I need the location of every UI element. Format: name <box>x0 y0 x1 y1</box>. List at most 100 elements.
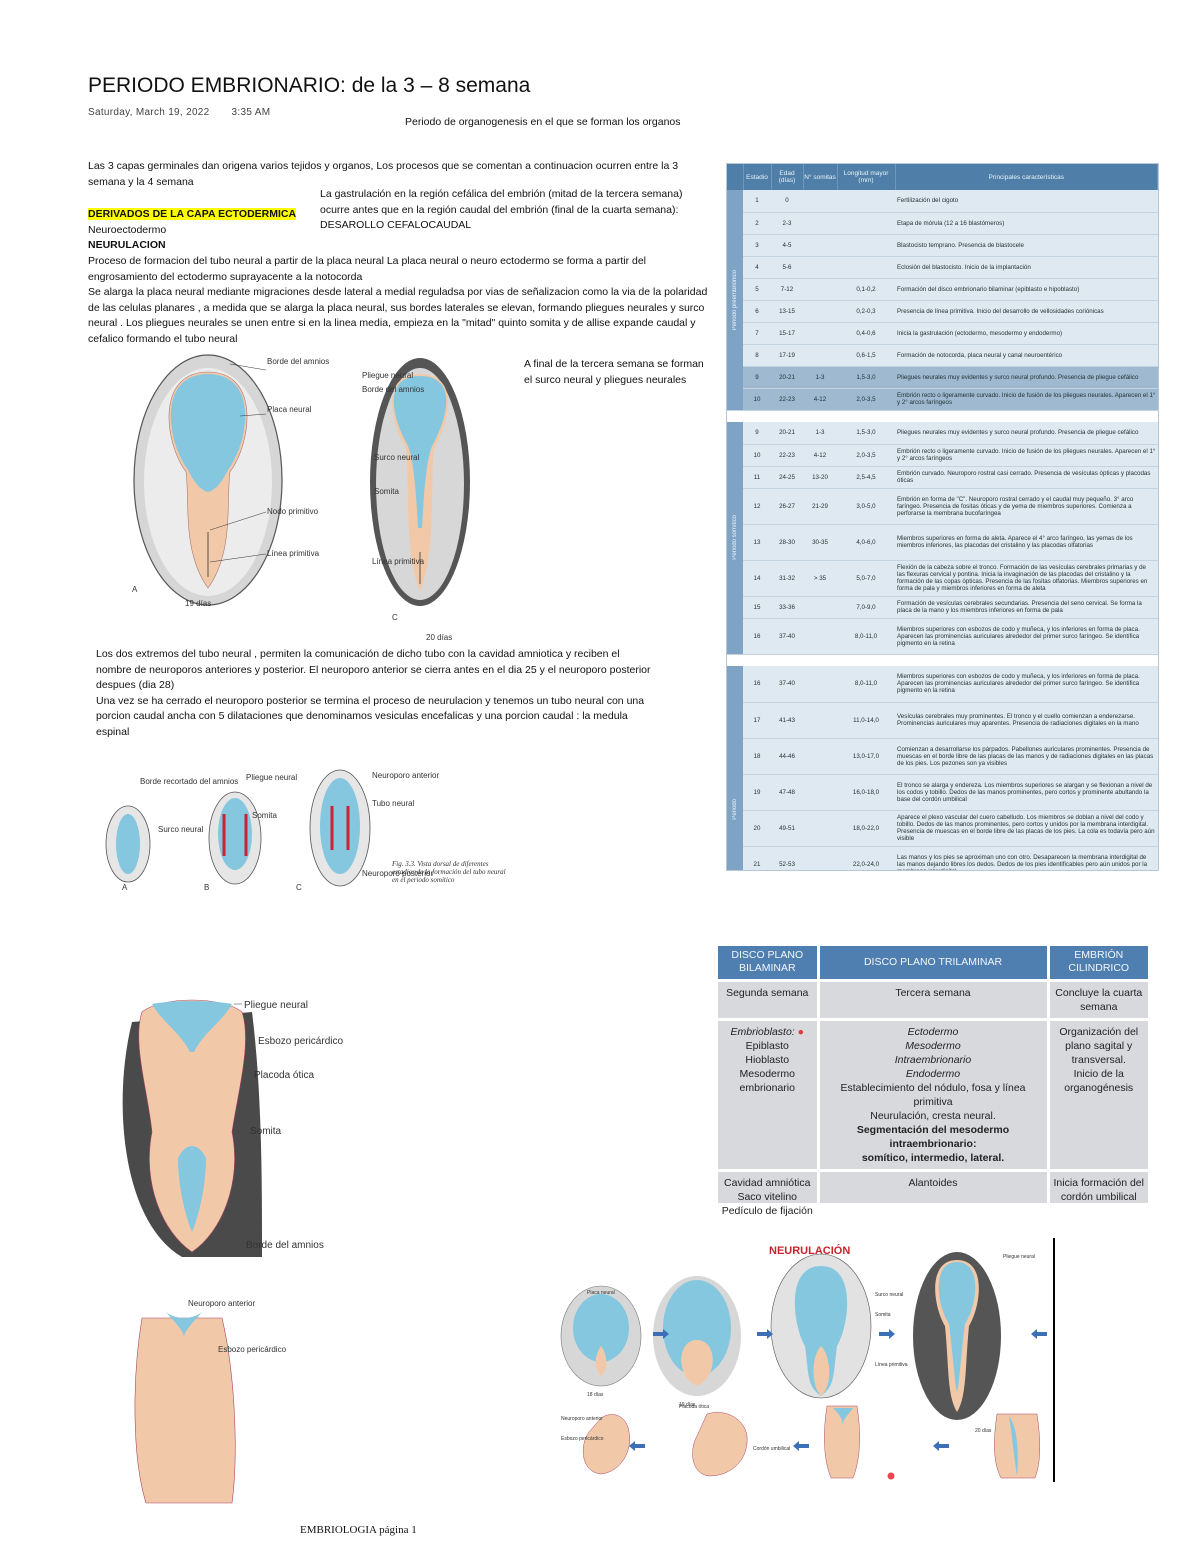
text-hioblasto: Hioblasto <box>745 1053 790 1066</box>
cell-somitas: 4-12 <box>803 444 837 467</box>
text-transversal: transversal. <box>1071 1053 1126 1066</box>
intro-paragraph: Las 3 capas germinales dan origena vario… <box>88 160 679 188</box>
figure-neurulacion-composite: NEURULACIÓN Placa neural 18 días 19 días… <box>560 1238 1055 1482</box>
text-ectodermo: Ectodermo <box>907 1025 959 1038</box>
cell-edad: 5-6 <box>771 256 803 279</box>
cell-segunda-semana: Segunda semana <box>718 978 820 1019</box>
cell-somitas <box>803 300 837 323</box>
header-cilindrico: EMBRIÓN CILINDRICO <box>1048 946 1148 980</box>
text-saco-vitelino: Saco vitelino <box>737 1190 798 1203</box>
cell-longitud: 2,0-3,5 <box>837 388 895 411</box>
cell-edad: 49-51 <box>771 810 803 847</box>
cell-estadio: 8 <box>743 344 771 367</box>
cell-caracteristicas: Formación del disco embrionario bilamina… <box>895 278 1158 301</box>
cell-longitud: 2,0-3,5 <box>837 444 895 467</box>
cell-somitas <box>803 278 837 301</box>
cell-edad: 0 <box>771 190 803 213</box>
caption-19-dias: 19 días <box>185 599 211 608</box>
cell-longitud: 11,0-14,0 <box>837 702 895 739</box>
cell-caracteristicas: Aparece el plexo vascular del cuero cabe… <box>895 810 1158 847</box>
cell-edad: 31-32 <box>771 560 803 597</box>
section-label: Periodo preembriónico <box>727 190 743 411</box>
text-embrioblasto: Embrioblasto: <box>730 1025 795 1038</box>
cell-somitas <box>803 810 837 847</box>
caption-18-dias: 18 días <box>587 1392 604 1398</box>
label-linea-primitiva-a: Línea primitiva <box>267 549 320 558</box>
stage-table-header: Estadio Edad (días) N° somitas Longitud … <box>727 164 1158 190</box>
cell-estadio: 19 <box>743 774 771 811</box>
cell-caracteristicas: Miembros superiores en forma de aleta. A… <box>895 524 1158 561</box>
cell-edad: 20-21 <box>771 366 803 389</box>
cell-estadio: 2 <box>743 212 771 235</box>
cell-estadio: 13 <box>743 524 771 561</box>
panel-a-label: A <box>132 585 138 594</box>
cell-caracteristicas: Formación de vesículas cerebrales secund… <box>895 596 1158 619</box>
cerrado-paragraph: Una vez se ha cerrado el neuroporo poste… <box>96 694 645 738</box>
label-placoda-otica: Placoda ótica <box>254 1070 314 1081</box>
disco-comparison-table: DISCO PLANO BILAMINAR DISCO PLANO TRILAM… <box>718 946 1148 1222</box>
arrow-right-icon <box>653 1329 669 1339</box>
text-cavidad-amniotica: Cavidad amniótica <box>724 1176 811 1189</box>
label-pliegue-neural-2: Pliegue neural <box>246 773 297 782</box>
cell-estadio: 5 <box>743 278 771 301</box>
figure-embryo-19-20-dias: Borde del amnios Placa neural Nodo primi… <box>132 354 470 642</box>
cell-edad: 33-36 <box>771 596 803 619</box>
text-alantoides: Alantoides <box>908 1176 958 1189</box>
arrow-left-icon <box>1031 1329 1047 1339</box>
panel-2b: B <box>204 883 209 892</box>
label-esbozo-pericardico-5: Esbozo pericárdico <box>561 1436 604 1442</box>
cell-edad: 52-53 <box>771 846 803 870</box>
text-organizacion: Organización del <box>1059 1025 1139 1038</box>
disco-row-anexos: Cavidad amniótica Saco vitelino Pedículo… <box>718 1168 1148 1222</box>
cell-edad: 37-40 <box>771 666 803 703</box>
derivados-heading: DERIVADOS DE LA CAPA ECTODERMICA <box>88 208 297 220</box>
cell-longitud: 18,0-22,0 <box>837 810 895 847</box>
red-dot-icon <box>887 1472 895 1480</box>
label-borde-amnios-c: Borde del amnios <box>362 385 424 394</box>
cell-somitas <box>803 596 837 619</box>
cell-edad: 15-17 <box>771 322 803 345</box>
figure-neuroporo-anterior: Neuroporo anterior Esbozo pericárdico <box>134 1299 287 1504</box>
cell-edad: 13-15 <box>771 300 803 323</box>
text-somitico: somítico, intermedio, lateral. <box>861 1151 1005 1164</box>
label-esbozo-pericardico-4: Esbozo pericárdico <box>218 1345 287 1354</box>
cell-edad: 7-12 <box>771 278 803 301</box>
cell-longitud: 5,0-7,0 <box>837 560 895 597</box>
table-gap <box>727 654 1158 666</box>
label-somita-c: Somita <box>374 487 399 496</box>
cell-longitud: 8,0-11,0 <box>837 666 895 703</box>
label-somita-5: Somita <box>875 1312 891 1318</box>
note-time: 3:35 AM <box>231 107 271 118</box>
cell-somitas <box>803 322 837 345</box>
cell-caracteristicas: Comienzan a desarrollarse los párpados. … <box>895 738 1158 775</box>
text-mesodermo-1: Mesodermo <box>739 1067 795 1080</box>
cell-edad: 2-3 <box>771 212 803 235</box>
cell-longitud: 16,0-18,0 <box>837 774 895 811</box>
label-neuroporo-anterior-5: Neuroporo anterior <box>561 1416 603 1422</box>
final-tercera-note: A final de la tercera semana se forman e… <box>524 358 704 386</box>
cell-estadio: 1 <box>743 190 771 213</box>
cell-caracteristicas: Pliegues neurales muy evidentes y surco … <box>895 366 1158 389</box>
neurulacion-heading: NEURULACION <box>88 239 166 251</box>
extremos-block: Los dos extremos del tubo neural , permi… <box>96 647 656 740</box>
cell-somitas: 30-35 <box>803 524 837 561</box>
cell-longitud <box>837 256 895 279</box>
cell-longitud <box>837 234 895 257</box>
subtitle: Periodo de organogenesis en el que se fo… <box>405 116 681 128</box>
text-endodermo: Endodermo <box>905 1067 961 1080</box>
cell-edad: 41-43 <box>771 702 803 739</box>
cell-longitud: 4,0-6,0 <box>837 524 895 561</box>
cell-estadio: 11 <box>743 466 771 489</box>
cell-somitas <box>803 256 837 279</box>
cell-anexos-trilaminar: Alantoides <box>818 1168 1050 1222</box>
